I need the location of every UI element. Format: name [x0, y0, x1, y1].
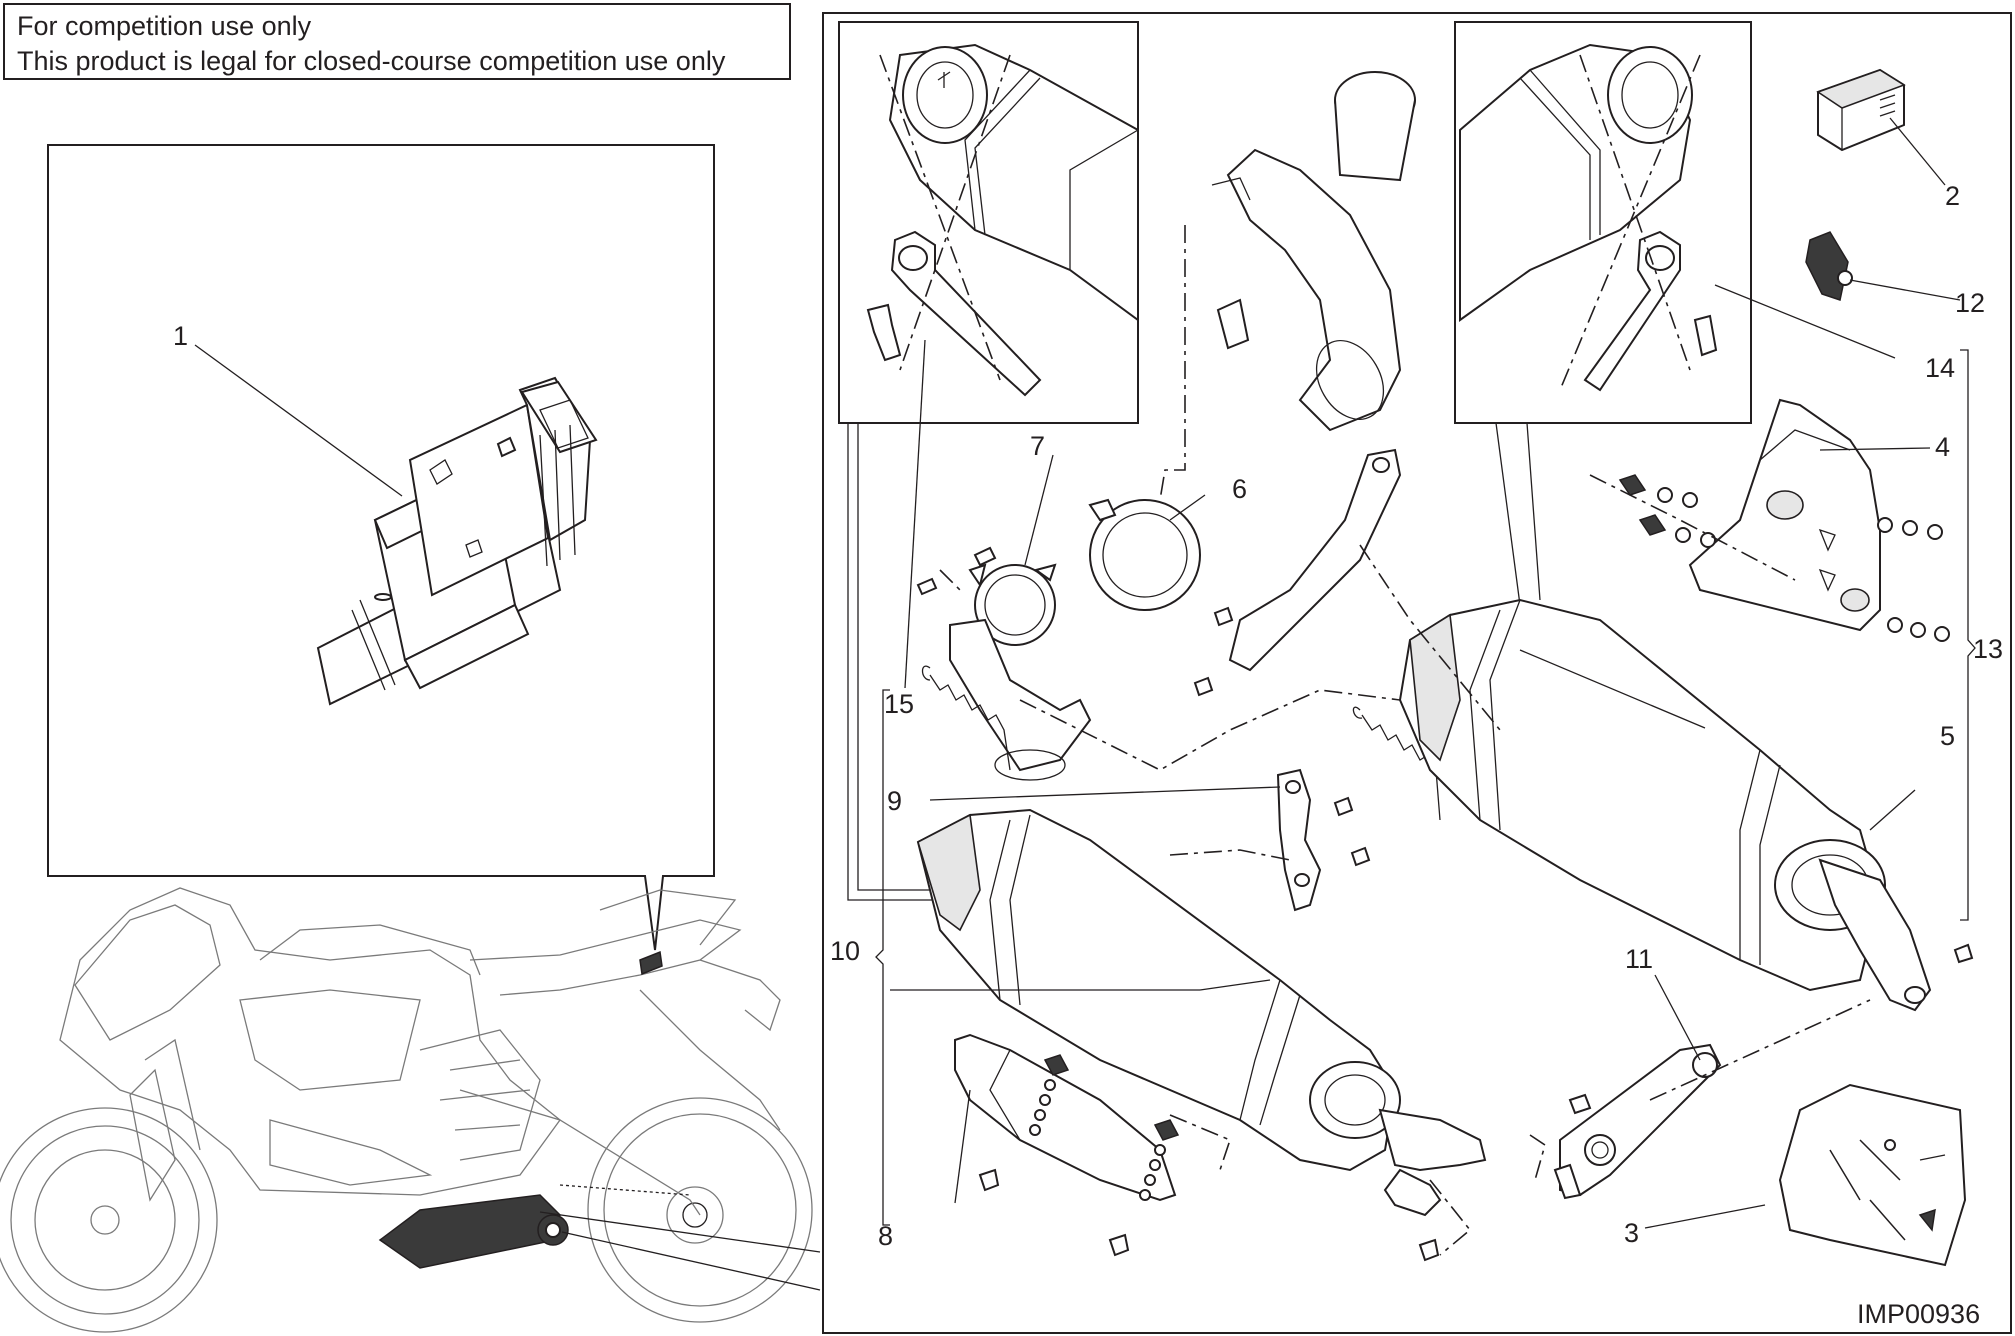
- competition-notice: For competition use only This product is…: [3, 3, 791, 80]
- callout-6: 6: [1232, 474, 1247, 504]
- callout-7: 7: [1030, 431, 1045, 461]
- callout-leaders: [875, 284, 1976, 1229]
- control-module-part: [316, 376, 598, 706]
- callout-1: 1: [173, 321, 188, 351]
- callout-labels: 1 2 3 4 5 6 7 8 9 10 11 12 13 14 15 IMP0…: [173, 181, 2003, 1329]
- lower-heat-shield-part: [954, 1033, 1440, 1262]
- left-muffler-part: [916, 808, 1487, 1217]
- bracket-parts: [1193, 448, 1402, 912]
- figure-code: IMP00936: [1857, 1299, 1980, 1329]
- part-3-hardware-bag: [1778, 1083, 1967, 1267]
- callout-8: 8: [878, 1221, 893, 1251]
- callout-12: 12: [1955, 288, 1985, 318]
- callout-11: 11: [1625, 944, 1653, 974]
- callout-13: 13: [1973, 634, 2003, 664]
- notice-line-1: For competition use only: [17, 11, 312, 41]
- motorcycle-overview: [0, 887, 821, 1333]
- gasket-parts: [916, 498, 1201, 781]
- right-muffler-part: [1398, 598, 1932, 1012]
- callout-14: 14: [1925, 353, 1955, 383]
- module-detail-frame: [47, 144, 715, 951]
- heat-shield-part: [1618, 398, 1950, 642]
- notice-line-2: This product is legal for closed-course …: [17, 46, 726, 76]
- inset-a-muffler-detail: [866, 43, 1139, 397]
- callout-15: 15: [884, 689, 914, 719]
- callout-3: 3: [1624, 1218, 1639, 1248]
- callout-2: 2: [1945, 181, 1960, 211]
- y-pipe-part: [1211, 71, 1416, 432]
- callout-9: 9: [887, 786, 902, 816]
- callout-4: 4: [1935, 432, 1950, 462]
- callout-10: 10: [830, 936, 860, 966]
- inset-b-muffler-detail: [1459, 43, 1718, 392]
- part-12-clip: [1805, 231, 1961, 301]
- part-2-connector: [1816, 68, 1946, 186]
- callout-5: 5: [1940, 721, 1955, 751]
- assembly-centre-lines: [939, 225, 1871, 1256]
